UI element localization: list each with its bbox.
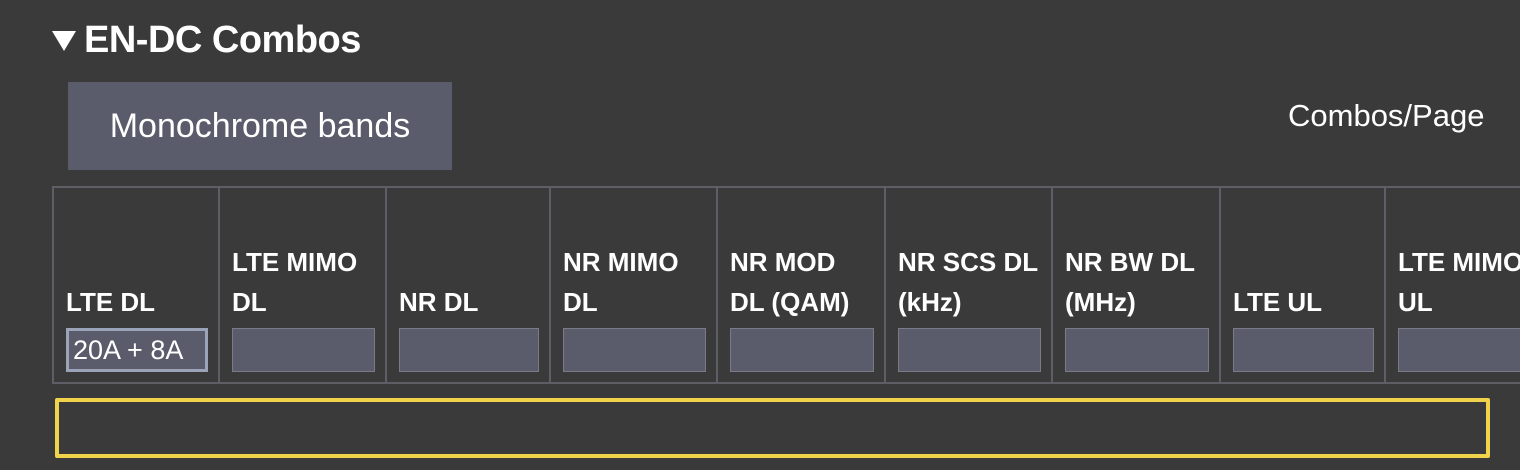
nr-mimo-dl-filter-input[interactable] bbox=[563, 328, 706, 372]
lte-dl-filter-input[interactable] bbox=[66, 328, 208, 372]
column-header-nr-bw-dl: NR BW DL (MHz) bbox=[1051, 186, 1221, 384]
table-header-row: LTE DL LTE MIMO DL NR DL NR MIMO DL bbox=[52, 186, 1520, 384]
nr-bw-dl-filter-input[interactable] bbox=[1065, 328, 1209, 372]
column-label: LTE MIMO UL bbox=[1398, 247, 1520, 317]
monochrome-bands-button[interactable]: Monochrome bands bbox=[68, 82, 452, 170]
nr-mod-dl-filter-input[interactable] bbox=[730, 328, 874, 372]
column-label: NR MOD DL (QAM) bbox=[730, 247, 850, 317]
column-header-nr-scs-dl: NR SCS DL (kHz) bbox=[884, 186, 1053, 384]
lte-ul-filter-input[interactable] bbox=[1233, 328, 1374, 372]
column-label: NR DL bbox=[399, 287, 479, 317]
column-header-nr-mimo-dl: NR MIMO DL bbox=[549, 186, 718, 384]
column-header-nr-dl: NR DL bbox=[385, 186, 551, 384]
nr-dl-filter-input[interactable] bbox=[399, 328, 539, 372]
column-header-lte-mimo-dl: LTE MIMO DL bbox=[218, 186, 387, 384]
section-title: EN-DC Combos bbox=[84, 18, 361, 61]
combos-table-container: LTE DL LTE MIMO DL NR DL NR MIMO DL bbox=[52, 186, 1520, 386]
section-toggle[interactable]: EN-DC Combos bbox=[52, 14, 361, 66]
triangle-down-icon[interactable] bbox=[52, 31, 76, 51]
column-label: NR BW DL (MHz) bbox=[1065, 247, 1195, 317]
column-label: NR SCS DL (kHz) bbox=[898, 247, 1038, 317]
nr-scs-dl-filter-input[interactable] bbox=[898, 328, 1041, 372]
column-header-nr-mod-dl: NR MOD DL (QAM) bbox=[716, 186, 886, 384]
combos-table: LTE DL LTE MIMO DL NR DL NR MIMO DL bbox=[52, 186, 1520, 384]
column-label: NR MIMO DL bbox=[563, 247, 679, 317]
column-label: LTE DL bbox=[66, 287, 156, 317]
column-header-lte-ul: LTE UL bbox=[1219, 186, 1386, 384]
column-label: LTE MIMO DL bbox=[232, 247, 358, 317]
column-header-lte-dl: LTE DL bbox=[52, 186, 220, 384]
lte-mimo-dl-filter-input[interactable] bbox=[232, 328, 375, 372]
lte-mimo-ul-filter-input[interactable] bbox=[1398, 328, 1520, 372]
column-header-lte-mimo-ul: LTE MIMO UL bbox=[1384, 186, 1520, 384]
column-label: LTE UL bbox=[1233, 287, 1323, 317]
combos-per-page-label: Combos/Page bbox=[1288, 98, 1485, 133]
highlighted-empty-results-area bbox=[55, 398, 1490, 458]
